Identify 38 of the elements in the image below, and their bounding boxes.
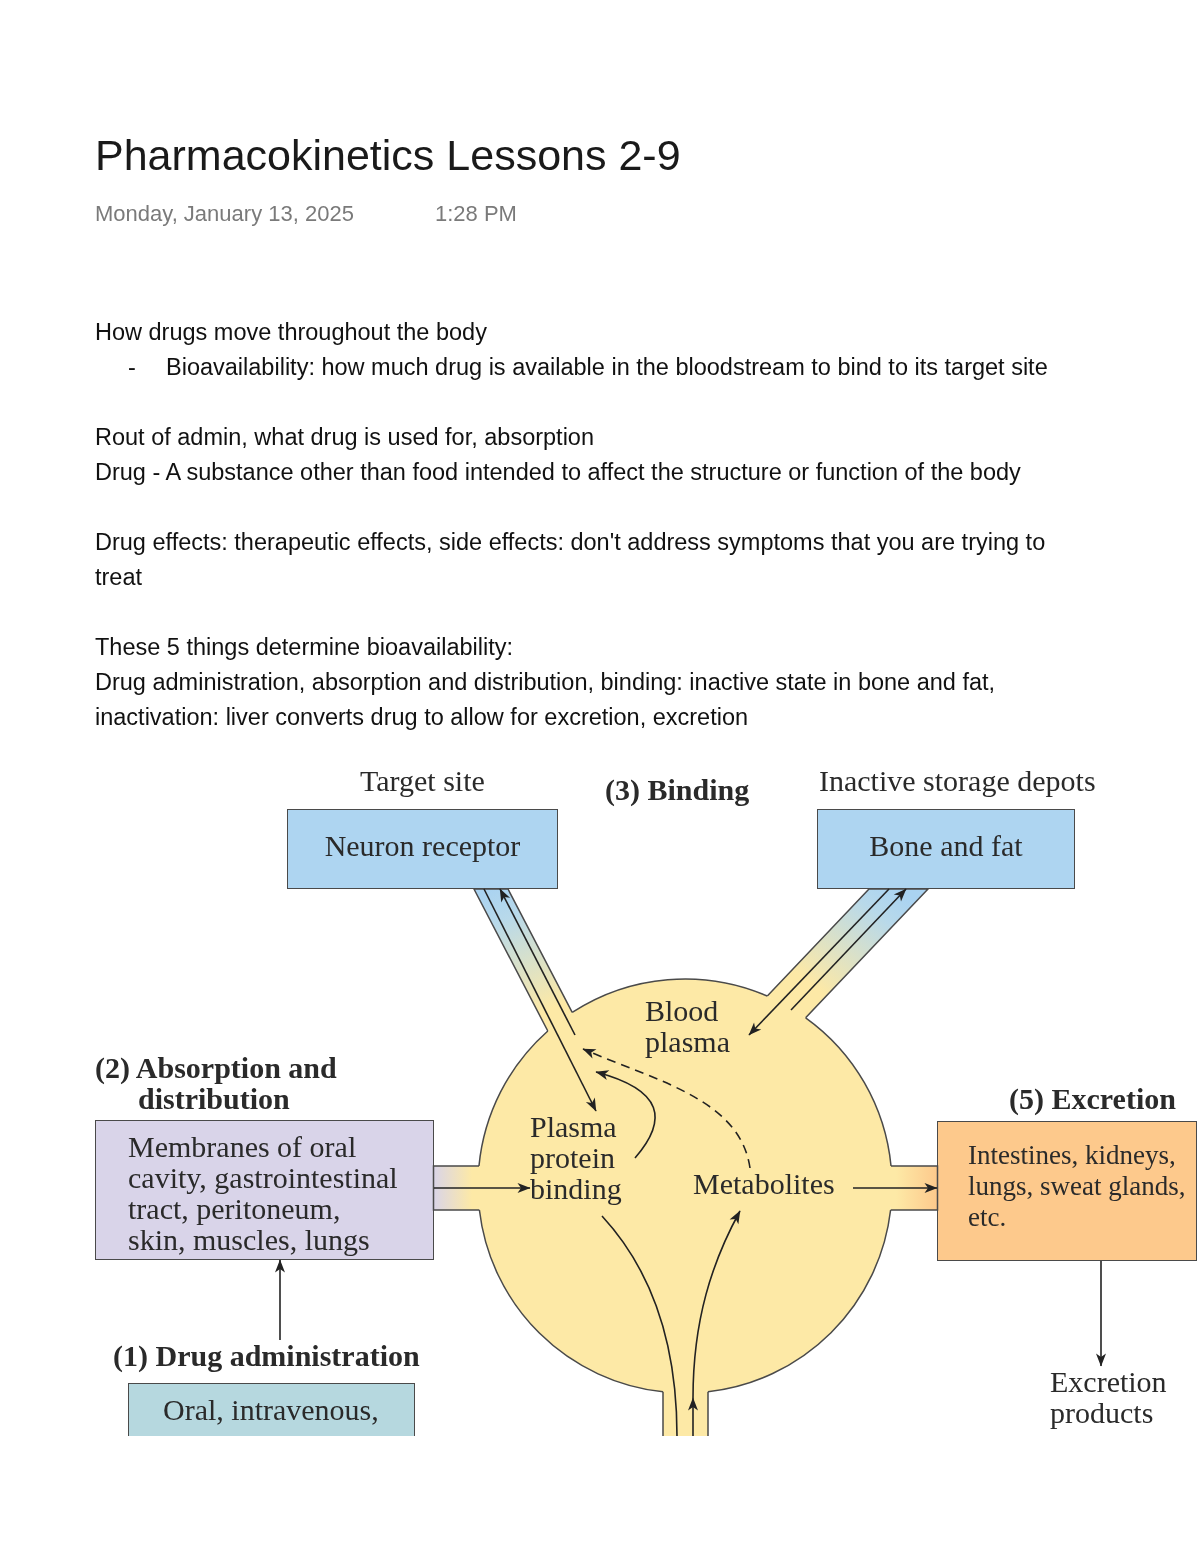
note-text: Drug effects: therapeutic effects, side effects: don't address symptoms that you are trying to treat	[95, 528, 1047, 592]
box-text: Bone and fat	[869, 830, 1023, 861]
flow-label: Plasma protein binding	[530, 1111, 635, 1216]
arrow	[852, 1183, 938, 1193]
box-heading: (1) Drug administration	[113, 1340, 420, 1371]
arrow	[1096, 1260, 1106, 1367]
arrow	[790, 888, 907, 1011]
date-text: Monday, January 13, 2025	[95, 200, 354, 228]
time-text: 1:28 PM	[435, 200, 517, 228]
list-bullet: -	[128, 353, 136, 382]
arrow	[483, 888, 597, 1112]
note-text: These 5 things determine bioavailability:	[95, 633, 513, 662]
arrow	[499, 888, 576, 1036]
box-text: Oral, intravenous,	[163, 1394, 379, 1425]
box-text: Membranes of oral cavity, gastrointestinal tract, peritoneum, skin, muscles, lungs	[128, 1131, 399, 1255]
arrow	[688, 1210, 741, 1437]
box-text: Intestines, kidneys, lungs, sweat glands, etc.	[968, 1140, 1187, 1233]
box-heading: Inactive storage depots	[819, 765, 1096, 796]
note-text: Drug - A substance other than food intended to affect the structure or function of the body	[95, 458, 1021, 487]
box-text: Neuron receptor	[324, 830, 521, 861]
box-heading: (2) Absorption and distribution	[95, 1052, 338, 1114]
dashed-arrow	[582, 1048, 751, 1169]
flow-label: Excretion products	[1050, 1366, 1175, 1428]
arrow	[433, 1183, 531, 1193]
arrow	[595, 1070, 656, 1159]
arrow	[748, 888, 890, 1036]
flow-label: Metabolites	[693, 1168, 853, 1211]
connector-line	[601, 1215, 678, 1437]
note-text: Bioavailability: how much drug is available in the bloodstream to bind to its target site	[166, 353, 1048, 382]
box-heading: (5) Excretion	[1009, 1083, 1176, 1114]
box-heading: Target site	[360, 765, 485, 796]
section-heading: (3) Binding	[605, 774, 750, 805]
note-text: How drugs move throughout the body	[95, 318, 487, 347]
note-text: Rout of admin, what drug is used for, absorption	[95, 423, 594, 452]
note-text: Drug administration, absorption and distribution, binding: inactive state in bone and fat, inactivation: liver converts drug to allow for excretion, excretion	[95, 668, 997, 732]
arrow	[275, 1259, 285, 1341]
compartment-label: Blood plasma	[645, 995, 731, 1057]
page-title: Pharmacokinetics Lessons 2-9	[95, 130, 681, 180]
